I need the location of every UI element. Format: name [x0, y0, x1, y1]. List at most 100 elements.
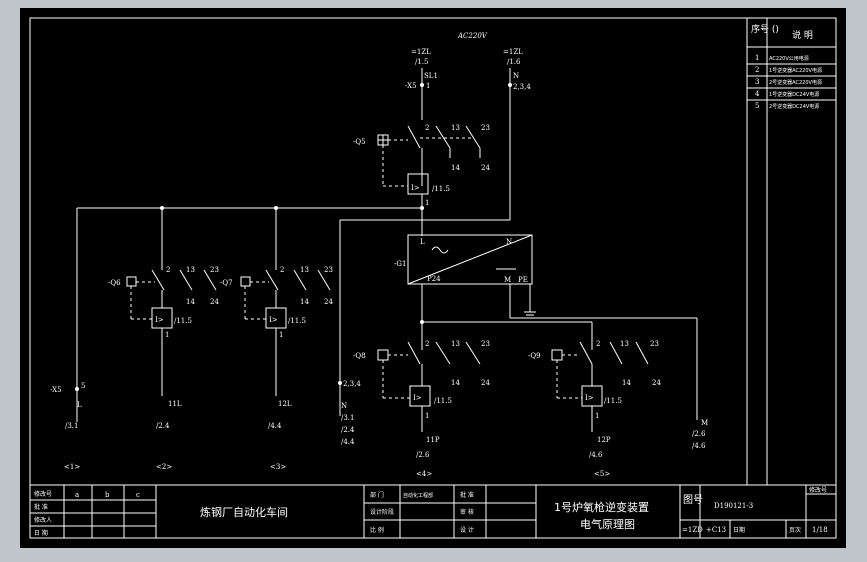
svg-text:日期: 日期	[733, 526, 745, 534]
n-label: N	[513, 72, 519, 80]
legend-desc-3: 2号逆变器AC220V电源	[769, 79, 822, 86]
svg-text:设计阶段: 设计阶段	[370, 508, 394, 516]
q5-tag: -Q5	[353, 138, 366, 146]
xl-label: SL1	[424, 72, 438, 80]
company-name: 炼钢厂自动化车间	[200, 505, 288, 519]
breaker-q7: -Q7 2 13 23 14 24 I> /11.5 1	[220, 208, 333, 396]
svg-text:1: 1	[165, 331, 169, 339]
svg-text:2: 2	[425, 340, 429, 348]
output-12l-ref: /4.4	[268, 422, 282, 430]
legend-table: 序号 () 说 明 1 AC220V公用电源 2 1号逆变器AC220V电源 3…	[747, 18, 836, 485]
svg-text:23: 23	[481, 340, 490, 348]
l-top-ref: =1ZL	[411, 48, 431, 56]
legend-desc-1: AC220V公用电源	[769, 55, 809, 62]
l-left-label: L	[77, 401, 82, 409]
svg-text:P24: P24	[427, 275, 441, 283]
svg-text:I>: I>	[585, 394, 594, 402]
svg-text:I>: I>	[155, 316, 164, 324]
circuit-2: <2>	[156, 463, 172, 471]
svg-text:=1ZD: =1ZD	[682, 526, 703, 534]
legend-no-2: 2	[755, 66, 759, 74]
circuit-1: <1>	[64, 463, 80, 471]
legend-col-desc: 说 明	[792, 29, 813, 41]
drawing-subtitle: 电气原理图	[580, 517, 635, 531]
drawing-number: D190121-3	[714, 502, 753, 510]
svg-text:自动化工程部: 自动化工程部	[403, 492, 433, 499]
svg-text:1: 1	[425, 412, 429, 420]
l-left-ref: /3.1	[65, 422, 79, 430]
output-11p: 11P	[426, 436, 440, 444]
svg-text:/2.6: /2.6	[692, 430, 706, 438]
output-11l-ref: /2.4	[156, 422, 170, 430]
outer-border	[29, 17, 837, 539]
x5-left-label: -X5	[50, 386, 62, 394]
output-12p-ref: /4.6	[589, 451, 603, 459]
svg-text:I>: I>	[411, 184, 420, 192]
svg-text:b: b	[105, 491, 110, 499]
svg-text:/2.4: /2.4	[341, 426, 355, 434]
breaker-q6: -Q6 2 13 23 14 24 I> /11.5 1	[108, 208, 219, 396]
output-12l: 12L	[278, 400, 292, 408]
svg-text:13: 13	[451, 340, 460, 348]
svg-text:14: 14	[451, 379, 460, 387]
svg-text:24: 24	[324, 298, 333, 306]
legend-desc-2: 1号逆变器AC220V电源	[769, 67, 822, 74]
svg-text:24: 24	[652, 379, 661, 387]
circuit-4: <4>	[416, 470, 432, 478]
svg-text:2: 2	[425, 124, 429, 132]
output-11p-ref: /2.6	[416, 451, 430, 459]
n-top-ref: =1ZL	[503, 48, 523, 56]
svg-text:页次: 页次	[789, 526, 801, 534]
svg-text:13: 13	[451, 124, 460, 132]
svg-text:a: a	[75, 491, 79, 499]
svg-text:批 准: 批 准	[34, 503, 48, 511]
svg-text:14: 14	[451, 164, 460, 172]
svg-text:23: 23	[650, 340, 659, 348]
svg-text:修改号: 修改号	[34, 490, 52, 498]
svg-text:-Q8: -Q8	[353, 352, 366, 360]
svg-text:审 核: 审 核	[460, 508, 474, 516]
output-12p: 12P	[597, 436, 611, 444]
circuit-3: <3>	[270, 463, 286, 471]
svg-text:-G1: -G1	[394, 260, 406, 268]
supply-label: AC220V	[457, 32, 488, 40]
svg-text:N: N	[506, 238, 512, 246]
svg-text:2: 2	[596, 340, 600, 348]
svg-text:设 计: 设 计	[460, 526, 474, 534]
svg-text:1: 1	[595, 412, 599, 420]
svg-text:14: 14	[622, 379, 631, 387]
legend-no-4: 4	[755, 90, 760, 98]
svg-text:/4.6: /4.6	[692, 442, 706, 450]
drawing-sheet: 序号 () 说 明 1 AC220V公用电源 2 1号逆变器AC220V电源 3…	[20, 8, 846, 548]
svg-text:2: 2	[280, 266, 284, 274]
svg-text:图号: 图号	[683, 494, 703, 506]
svg-text:M: M	[504, 276, 511, 284]
svg-text:-Q6: -Q6	[108, 279, 121, 287]
svg-text:24: 24	[481, 164, 490, 172]
svg-text:/11.5: /11.5	[434, 397, 452, 405]
breaker-q9: -Q9 2 13 23 14 24 I> /11.5 1	[528, 340, 661, 432]
svg-text:N: N	[341, 402, 347, 410]
svg-text:修改人: 修改人	[34, 516, 52, 524]
svg-text:14: 14	[300, 298, 309, 306]
svg-text:日 期: 日 期	[34, 529, 48, 537]
legend-desc-5: 2号逆变器DC24V电源	[769, 103, 819, 110]
svg-text:L: L	[420, 238, 425, 246]
svg-text:13: 13	[186, 266, 195, 274]
svg-text:/4.4: /4.4	[341, 438, 355, 446]
svg-text:1/18: 1/18	[812, 526, 828, 534]
svg-text:PE: PE	[518, 276, 528, 284]
svg-text:c: c	[136, 491, 140, 499]
svg-text:部 门: 部 门	[370, 491, 384, 499]
svg-text:1: 1	[425, 199, 429, 207]
svg-text:23: 23	[210, 266, 219, 274]
svg-text:I>: I>	[269, 316, 278, 324]
svg-text:批 准: 批 准	[460, 491, 474, 499]
x5-left-num: 5	[81, 382, 85, 390]
svg-text:23: 23	[481, 124, 490, 132]
svg-text:I>: I>	[413, 394, 422, 402]
svg-text:13: 13	[300, 266, 309, 274]
svg-text:24: 24	[481, 379, 490, 387]
svg-text:13: 13	[620, 340, 629, 348]
svg-text:-Q9: -Q9	[528, 352, 541, 360]
